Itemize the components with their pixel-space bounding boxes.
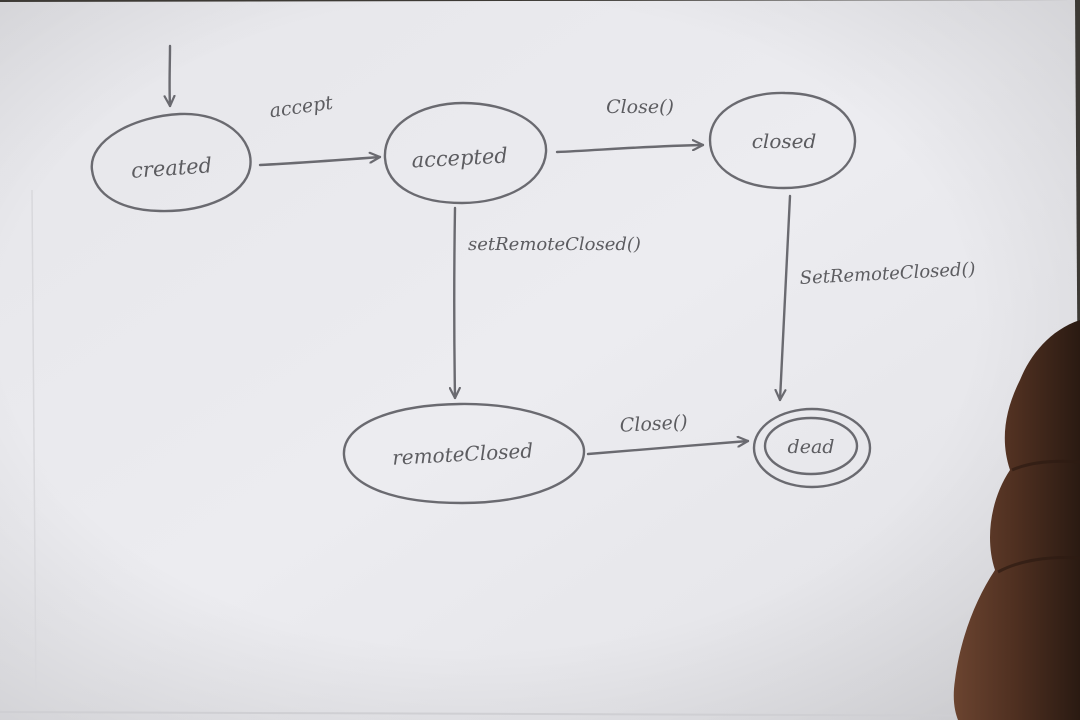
label-close-bottom: Close() [619,411,688,437]
state-created-label: created [130,153,213,183]
state-closed: closed [708,91,857,190]
final-state-inner-ring [763,416,859,476]
arrow-closed-dead [780,194,792,402]
state-dead-label: dead [788,436,835,458]
label-close-top: Close() [606,96,674,118]
arrow-accepted-remote-closed [454,206,455,400]
transition-remote-closed-dead: Close() [586,411,750,456]
arrow-remote-closed-dead [586,441,750,456]
final-state-outer-ring [752,407,872,489]
state-accepted: accepted [383,101,548,205]
transition-accepted-remote-closed: setRemoteClosed() [454,206,641,400]
arrow-created-accepted [258,157,382,167]
paper-fold-line [31,189,37,701]
label-set-remote-closed-left: setRemoteClosed() [468,234,641,255]
transition-accepted-closed: Close() [555,96,705,154]
state-created: created [90,112,252,213]
state-accepted-label: accepted [411,144,508,173]
state-closed-label: closed [752,129,817,153]
state-dead: dead [752,407,872,489]
arrow-accepted-closed [555,145,705,154]
